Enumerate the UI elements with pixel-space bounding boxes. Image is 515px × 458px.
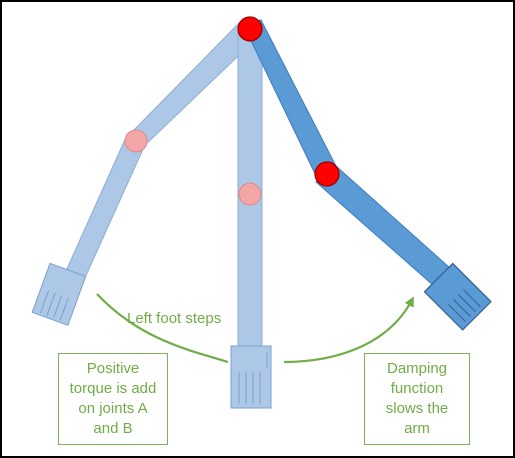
center-hand <box>230 345 272 409</box>
swing-arc-left <box>96 293 229 364</box>
step-label: Left foot steps <box>127 310 222 327</box>
torque-note-box: Positive torque is add on joints A and B <box>58 353 168 445</box>
left-hand <box>31 262 87 326</box>
left-forearm <box>65 134 145 281</box>
center-joint-pink <box>238 182 262 206</box>
elbow-joint-pink <box>124 129 148 153</box>
damping-note-text: Damping function slows the arm <box>385 360 449 437</box>
swing-arrow-right <box>283 296 414 364</box>
right-forearm <box>315 165 451 287</box>
right-hand <box>423 262 492 331</box>
torque-note-text: Positive torque is add on joints A and B <box>69 360 157 437</box>
damping-note-box: Damping function slows the arm <box>364 353 470 445</box>
shoulder-joint-red <box>237 16 263 42</box>
elbow-joint-red <box>314 161 340 187</box>
